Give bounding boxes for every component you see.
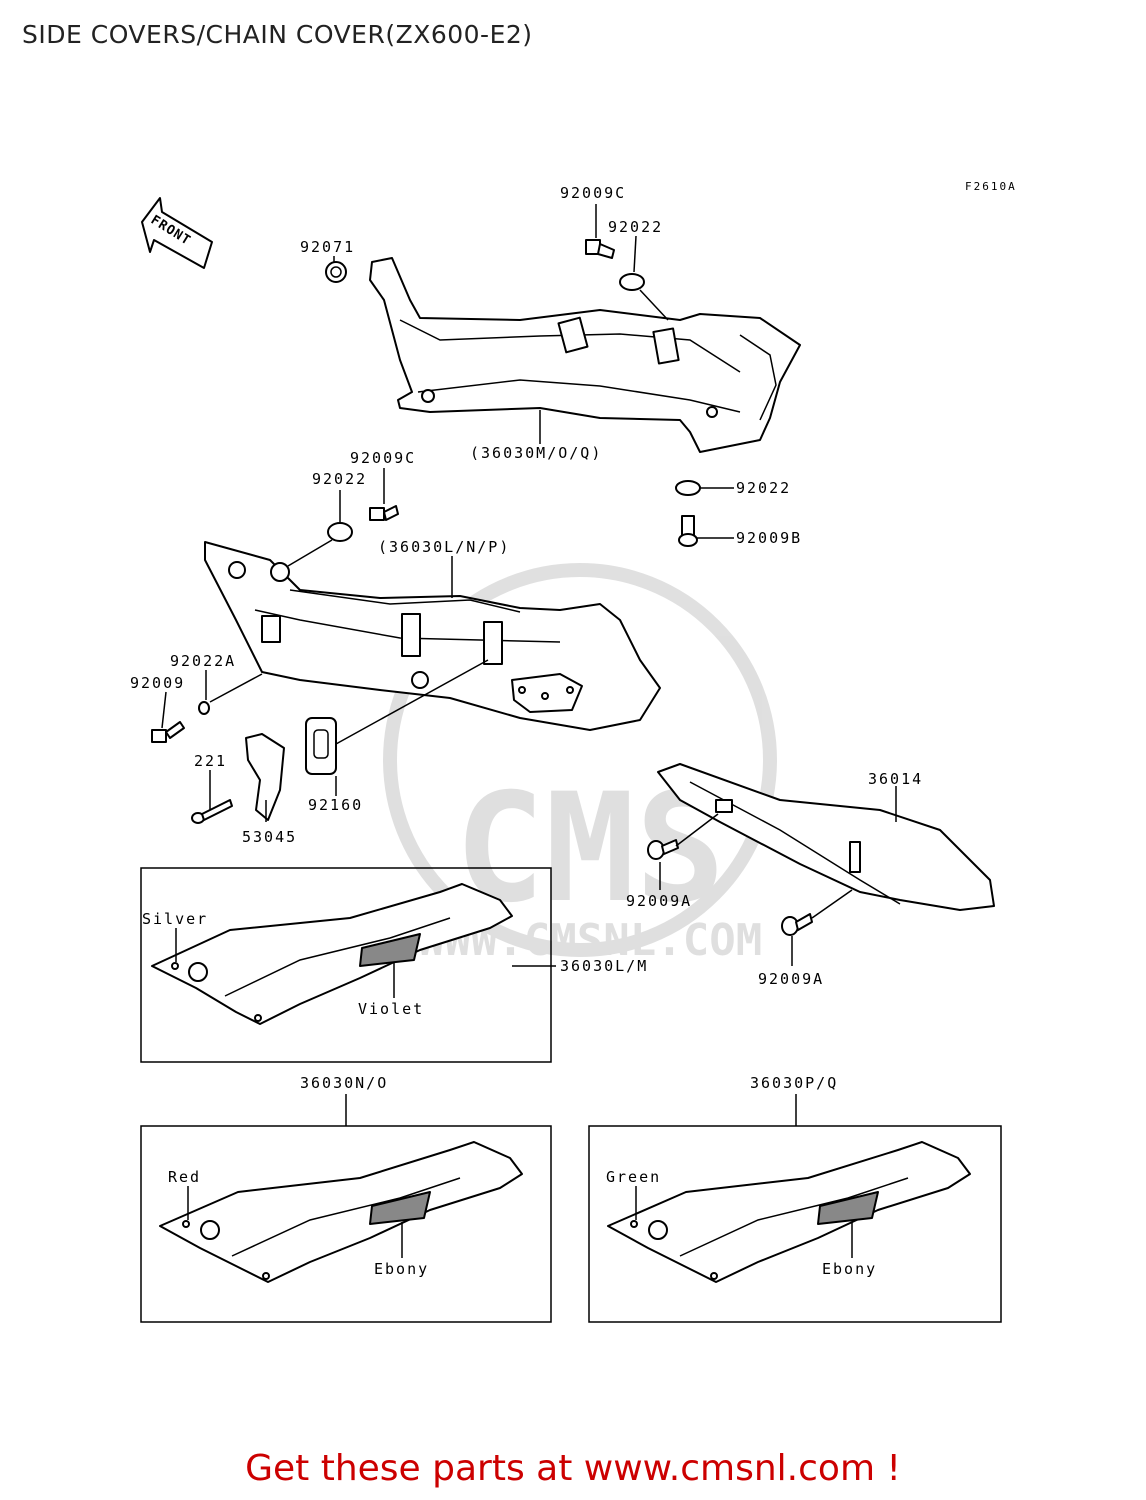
label-36030pq: 36030P/Q: [750, 1074, 838, 1092]
clip-53045-icon: [245, 733, 285, 821]
label-36030mq: (36030M/O/Q): [470, 444, 602, 462]
parts-diagram: CMS WWW.CMSNL.COM F2610A FRONT: [130, 180, 1017, 1323]
label-92071: 92071: [300, 238, 355, 256]
washer-92022-top-icon: [619, 273, 645, 291]
label-36030lm: 36030L/M: [560, 957, 648, 975]
label-221: 221: [194, 752, 227, 770]
fasteners: [151, 239, 813, 936]
label-92009a-1: 92009A: [626, 892, 692, 910]
footer-link[interactable]: Get these parts at www.cmsnl.com !: [245, 1448, 901, 1489]
screw-221-icon: [191, 799, 233, 824]
label-92009c-mid: 92009C: [350, 449, 416, 467]
washer-92022a-icon: [198, 701, 210, 715]
variant-box-36030lm: Silver Violet 36030L/M: [140, 867, 648, 1063]
leader-lines: [161, 204, 897, 966]
figure-code: F2610A: [965, 180, 1017, 193]
label-36014: 36014: [868, 770, 923, 788]
label-92009: 92009: [130, 674, 185, 692]
label-92009a-2: 92009A: [758, 970, 824, 988]
color-silver: Silver: [142, 910, 208, 928]
front-arrow-icon: FRONT: [141, 197, 213, 269]
page-title: SIDE COVERS/CHAIN COVER(ZX600-E2): [22, 20, 533, 49]
variant-box-36030pq: 36030P/Q Green Ebony: [588, 1074, 1002, 1323]
grommet-92071-icon: [325, 261, 347, 283]
variant-box-36030no: 36030N/O Red Ebony: [140, 1074, 552, 1323]
label-92022-top: 92022: [608, 218, 663, 236]
color-red: Red: [168, 1168, 201, 1186]
bolt-92009c-mid-icon: [369, 505, 399, 521]
washer-92022-mid-icon: [327, 522, 353, 542]
label-92022-mid: 92022: [312, 470, 367, 488]
bolt-92009a-1-icon: [647, 839, 679, 860]
label-53045: 53045: [242, 828, 297, 846]
bolt-92009a-2-icon: [781, 913, 813, 936]
label-92022a: 92022A: [170, 652, 236, 670]
washer-92022-right-icon: [675, 480, 701, 496]
lower-side-cover: [204, 541, 661, 731]
color-ebony-1: Ebony: [374, 1260, 429, 1278]
upper-side-cover: [369, 257, 801, 453]
bolt-92009c-top-icon: [585, 239, 615, 259]
label-36030lp: (36030L/N/P): [378, 538, 510, 556]
chain-cover: [657, 763, 995, 911]
label-92009c-top: 92009C: [560, 184, 626, 202]
color-green: Green: [606, 1168, 661, 1186]
label-92009b: 92009B: [736, 529, 802, 547]
color-violet: Violet: [358, 1000, 424, 1018]
bolt-92009b-icon: [678, 515, 698, 547]
bolt-92009-icon: [151, 721, 185, 743]
label-92022-right: 92022: [736, 479, 791, 497]
damper-92160-icon: [305, 717, 337, 775]
color-ebony-2: Ebony: [822, 1260, 877, 1278]
part-labels: 92009C 92022 92071 (36030M/O/Q) 92022 92…: [130, 184, 923, 988]
label-92160: 92160: [308, 796, 363, 814]
label-36030no: 36030N/O: [300, 1074, 388, 1092]
